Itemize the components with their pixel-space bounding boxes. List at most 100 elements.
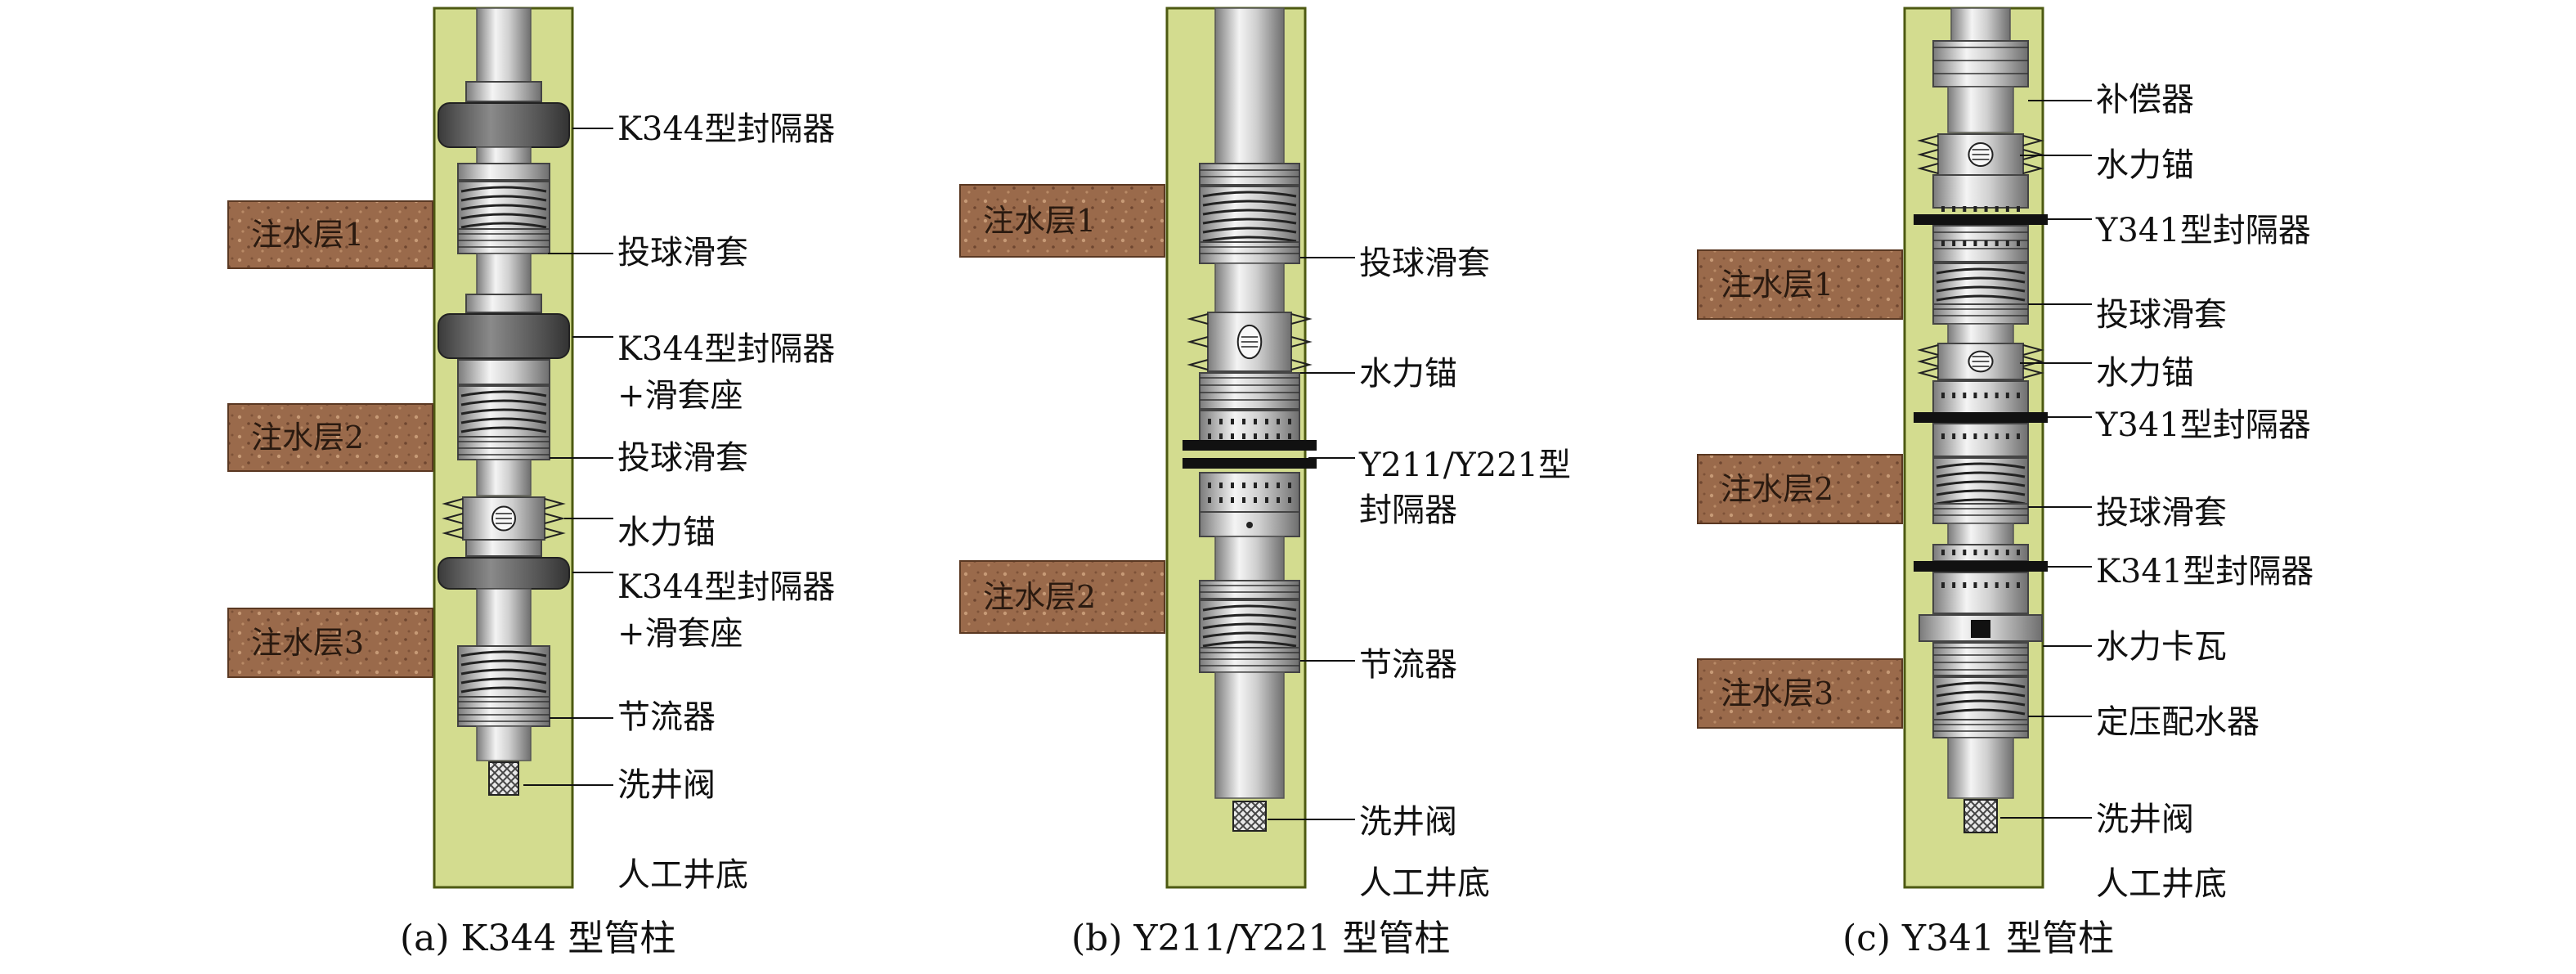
port-hole [2017,433,2020,439]
spring-coil [1202,209,1297,216]
port-hole [1208,433,1211,439]
tool-body [1199,186,1300,243]
tool-body [465,539,542,557]
port-hole [1219,483,1223,488]
spring-coil [1936,498,2026,505]
spring-coil [1936,489,2026,496]
anchor-tooth-left [1917,163,1939,174]
component-label: 水力卡瓦 [2096,628,2227,666]
spring-coil [460,408,547,415]
panel-caption: (b) Y211/Y221 型管柱 [1071,918,1450,959]
component-label: +滑套座 [617,377,743,415]
component-label: 水力锚 [2096,354,2194,392]
port-hole [2017,582,2020,588]
port-hole [1952,550,1956,555]
injection-zone [1697,658,1903,729]
port-hole [1995,240,1999,246]
port-hole [1952,393,1956,398]
spring-coil [460,399,547,406]
port-hole [1963,393,1967,398]
spring-coil [1202,236,1297,243]
anchor-tooth-left [442,513,464,524]
port-hole [2005,240,2009,246]
spring-coil [1936,276,2026,284]
component-label: K344型封隔器 [617,110,835,148]
tool-body [1932,380,2029,418]
spring-coil [1936,681,2026,689]
component-label: 人工井底 [1359,864,1490,902]
spring-coil [1936,699,2026,707]
packer-seal [1183,458,1317,469]
spring-coil [1936,690,2026,698]
packer-seal [1914,214,2048,225]
tool-body [457,163,550,181]
port-hole [2017,240,2020,246]
port-hole [1995,433,1999,439]
port-hole [2005,550,2009,555]
port-hole [2017,393,2020,398]
port-hole [1231,497,1234,503]
injection-zone-label: 注水层1 [983,203,1096,239]
port-hole [1941,393,1945,398]
anchor-tooth-right [1290,359,1313,370]
port-hole [1963,206,1967,212]
component-label: 水力锚 [1359,355,1457,393]
port-hole [1242,483,1245,488]
anchor-tooth-right [544,498,566,509]
panel-y341: 注水层1注水层2注水层3补偿器水力锚Y341型封隔器投球滑套水力锚Y341型封隔… [1697,7,2313,959]
port-hole [1288,433,1291,439]
tool-body [1932,174,2029,209]
spring-coil [1936,267,2026,275]
tubing [476,588,532,647]
spring-coil [460,426,547,433]
injection-zone-label: 注水层2 [983,579,1096,615]
port-hole [1265,483,1268,488]
port-hole [1941,206,1945,212]
injection-zone [227,403,433,472]
port-hole [1984,240,1988,246]
spring-coil [460,213,547,220]
port-hole [1973,582,1977,588]
anchor-tooth-left [1187,313,1209,325]
anchor-tooth-right [2022,163,2044,174]
port-hole [1208,483,1211,488]
injection-zone-label: 注水层1 [251,217,364,253]
component-label: Y341型封隔器 [2095,406,2311,444]
port-hole [1208,419,1211,424]
tubing [1214,671,1285,799]
tool-body [1932,423,2029,457]
port-hole [2005,206,2009,212]
component-label: 投球滑套 [1359,245,1490,282]
injection-zone [959,560,1165,634]
port-hole [1277,419,1280,424]
component-label: K344型封隔器 [617,568,835,606]
port-hole [1963,240,1967,246]
tubing [1214,263,1285,313]
port-hole [1973,240,1977,246]
component-label: 补偿器 [2096,81,2194,119]
component-label: 洗井阀 [1359,803,1457,841]
tool-body [1932,303,2029,325]
component-label: 投球滑套 [2096,296,2227,334]
tubing [476,725,532,761]
port-hole [1246,522,1253,528]
component-label: 投球滑套 [617,439,748,477]
component-label: Y211/Y221型 [1358,447,1571,484]
spring-coil [1202,622,1297,630]
spring-coil [460,390,547,397]
panel-y211-y221: 注水层1注水层2投球滑套水力锚Y211/Y221型封隔器节流器洗井阀人工井底(b… [959,7,1571,959]
spring-coil [460,650,547,658]
port-hole [1995,393,1999,398]
panel-k344: 注水层1注水层2注水层3K344型封隔器投球滑套K344型封隔器+滑套座投球滑套… [227,7,835,959]
tool-body [1199,241,1300,264]
tubing [476,253,532,295]
component-label: 人工井底 [617,856,748,894]
anchor-tooth-right [1290,313,1313,325]
tool-body [1932,503,2029,524]
injection-zone-label: 注水层3 [1721,676,1833,711]
port-hole [1277,497,1280,503]
port-hole [1288,483,1291,488]
spring-coil [460,186,547,193]
port-hole [1984,550,1988,555]
packer-element [438,313,570,359]
